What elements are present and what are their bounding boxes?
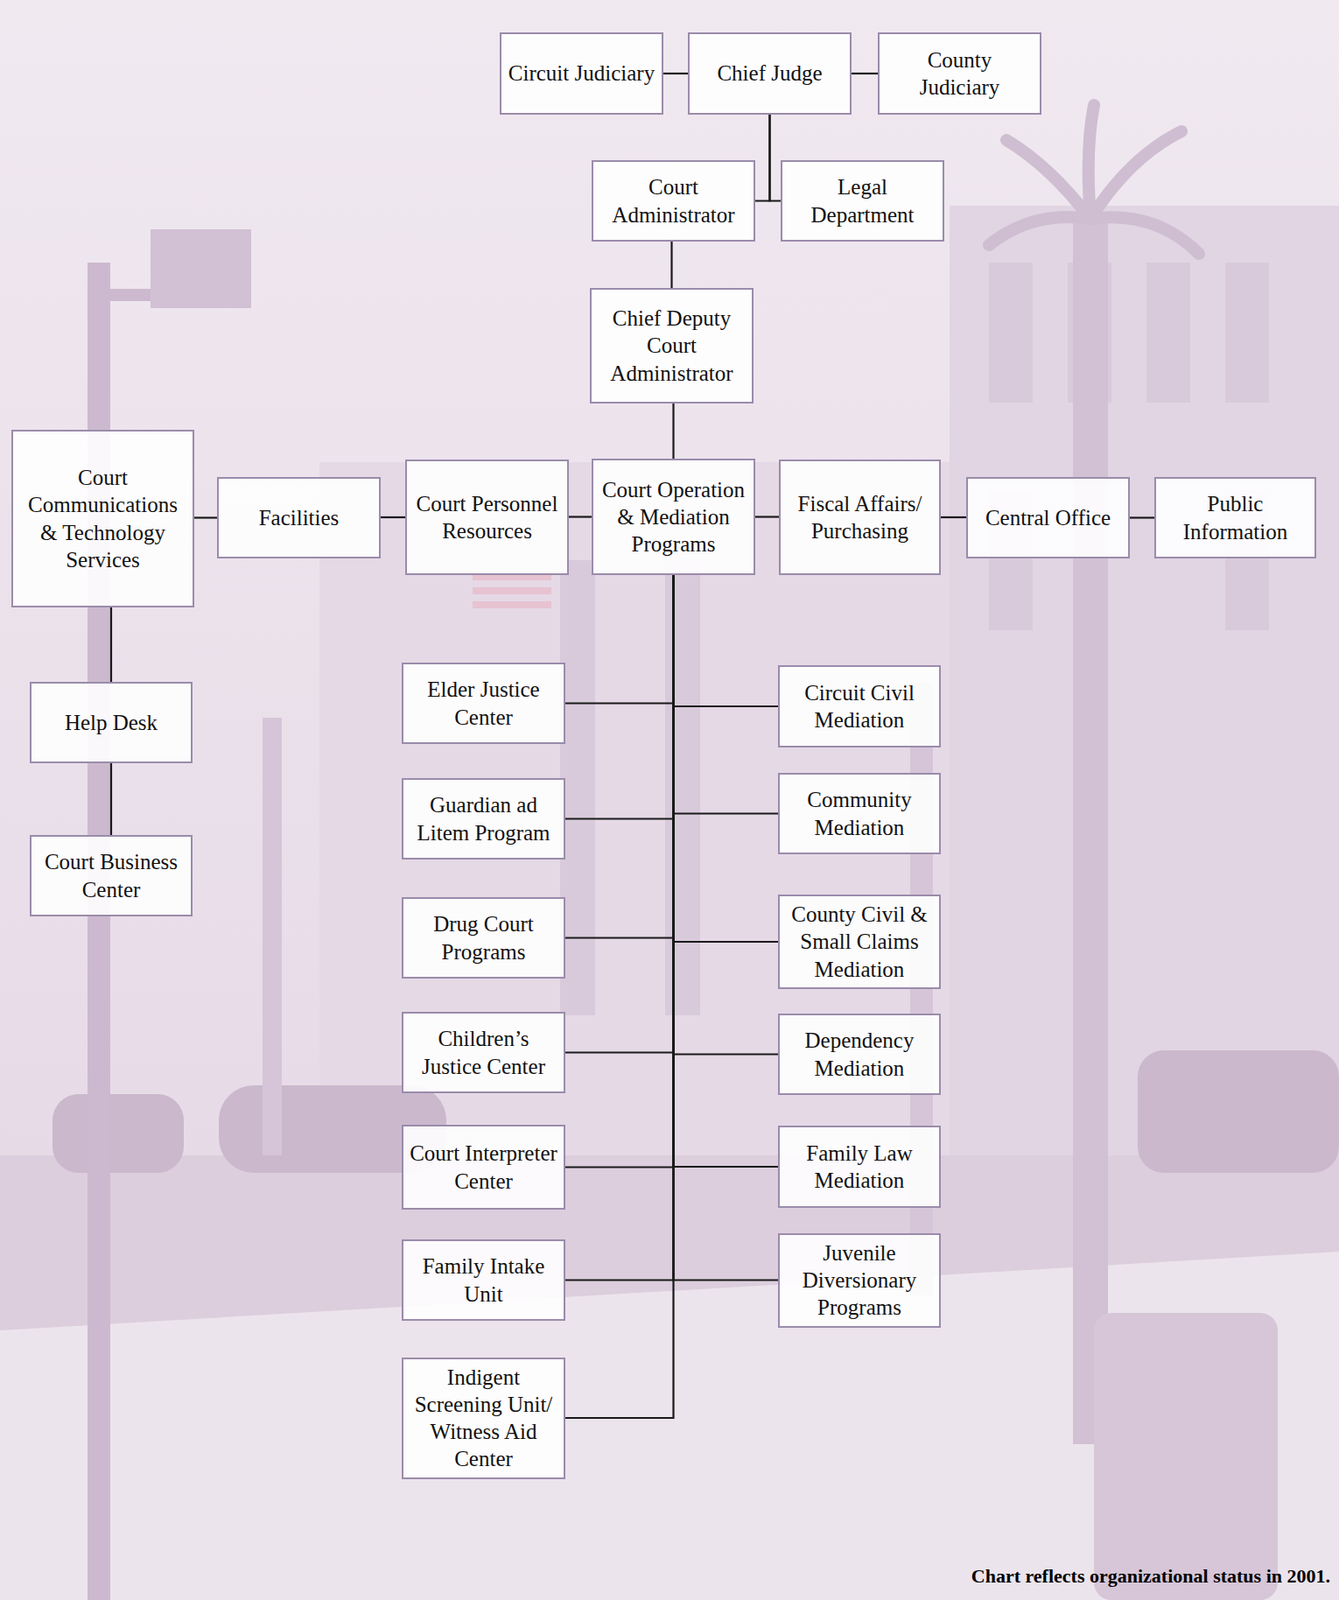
connector-line: [110, 763, 113, 835]
connector-line: [851, 72, 878, 75]
connector-line: [672, 403, 674, 459]
box-label: Facilities: [259, 504, 340, 532]
connector-line: [663, 72, 688, 75]
org-box: Court Personnel Resources: [405, 459, 569, 575]
box-label: Court Interpreter Center: [408, 1139, 559, 1195]
org-box: Chief Judge: [687, 32, 852, 115]
org-box: Drug Court Programs: [401, 897, 566, 979]
box-label: Indigent Screening Unit/ Witness Aid Cen…: [408, 1363, 559, 1473]
box-label: Circuit Judiciary: [508, 59, 655, 87]
org-box: Court Business Center: [29, 834, 193, 917]
connector-line: [755, 114, 771, 202]
box-label: Guardian ad Litem Program: [408, 791, 559, 847]
box-label: Juvenile Diversionary Programs: [785, 1239, 934, 1322]
org-box: Children’s Justice Center: [401, 1011, 566, 1094]
box-label: Community Mediation: [785, 785, 934, 842]
org-box: Community Mediation: [778, 772, 941, 855]
org-box: Family Intake Unit: [401, 1239, 566, 1321]
org-box: Indigent Screening Unit/ Witness Aid Cen…: [401, 1357, 566, 1480]
box-label: Public Information: [1161, 490, 1310, 546]
connector-line: [770, 114, 782, 202]
box-label: Fiscal Affairs/ Purchasing: [785, 490, 934, 546]
box-label: Children’s Justice Center: [408, 1024, 559, 1080]
org-box: Legal Department: [780, 160, 945, 242]
org-box: Court Communications & Technology Servic…: [11, 429, 195, 608]
org-box: Circuit Civil Mediation: [778, 665, 941, 748]
box-label: Dependency Mediation: [785, 1026, 934, 1082]
connector-line: [565, 574, 674, 1168]
box-label: Chief Judge: [716, 59, 822, 87]
connector-line: [673, 574, 779, 707]
connector-line: [110, 607, 113, 682]
connector-line: [673, 574, 779, 942]
box-label: Family Intake Unit: [408, 1252, 559, 1308]
box-label: County Judiciary: [884, 46, 1035, 102]
connector-line: [568, 515, 592, 518]
box-label: Court Operation & Mediation Programs: [598, 476, 749, 559]
connector-line: [380, 516, 406, 519]
connector-line: [565, 574, 674, 1418]
org-box: Fiscal Affairs/ Purchasing: [778, 459, 941, 575]
connector-line: [194, 516, 218, 519]
org-box: Elder Justice Center: [401, 662, 566, 744]
connector-line: [673, 574, 779, 1167]
box-label: Help Desk: [64, 708, 158, 737]
org-box: Family Law Mediation: [778, 1125, 941, 1208]
org-box: Central Office: [966, 476, 1130, 559]
org-box: Facilities: [217, 476, 381, 559]
box-label: Court Business Center: [36, 848, 186, 904]
box-label: Court Administrator: [598, 173, 749, 229]
org-box: Juvenile Diversionary Programs: [778, 1233, 941, 1328]
org-box: County Judiciary: [877, 32, 1042, 115]
connector-line: [565, 574, 674, 939]
org-box: Help Desk: [29, 681, 193, 764]
connector-line: [565, 574, 674, 820]
org-box: Chief Deputy Court Administrator: [589, 287, 754, 404]
box-label: Drug Court Programs: [408, 910, 559, 966]
org-box: Court Interpreter Center: [401, 1124, 566, 1210]
box-label: Chief Deputy Court Administrator: [596, 304, 747, 387]
box-label: Court Personnel Resources: [412, 490, 562, 546]
box-label: Elder Justice Center: [408, 675, 559, 731]
org-box: Court Operation & Mediation Programs: [591, 458, 756, 575]
box-label: County Civil & Small Claims Mediation: [785, 900, 934, 983]
org-box: Public Information: [1154, 476, 1317, 559]
connector-line: [565, 574, 674, 1053]
connector-line: [673, 574, 779, 1281]
org-box: Court Administrator: [591, 160, 756, 242]
connector-line: [940, 516, 967, 519]
connector-line: [673, 574, 779, 814]
org-box: Dependency Mediation: [778, 1013, 941, 1095]
org-box: Guardian ad Litem Program: [401, 778, 566, 860]
org-box: Circuit Judiciary: [499, 32, 664, 115]
org-box: County Civil & Small Claims Mediation: [778, 894, 941, 989]
box-label: Court Communications & Technology Servic…: [18, 463, 188, 574]
box-label: Legal Department: [787, 173, 938, 229]
connector-line: [565, 574, 674, 704]
box-label: Family Law Mediation: [785, 1139, 934, 1195]
caption: Chart reflects organizational status in …: [971, 1564, 1331, 1588]
connector-line: [1129, 516, 1155, 519]
connector-line: [670, 241, 673, 288]
box-label: Circuit Civil Mediation: [785, 679, 934, 735]
connector-line: [673, 574, 779, 1055]
box-label: Central Office: [985, 504, 1111, 532]
connector-line: [565, 574, 674, 1281]
connector-line: [755, 515, 779, 518]
